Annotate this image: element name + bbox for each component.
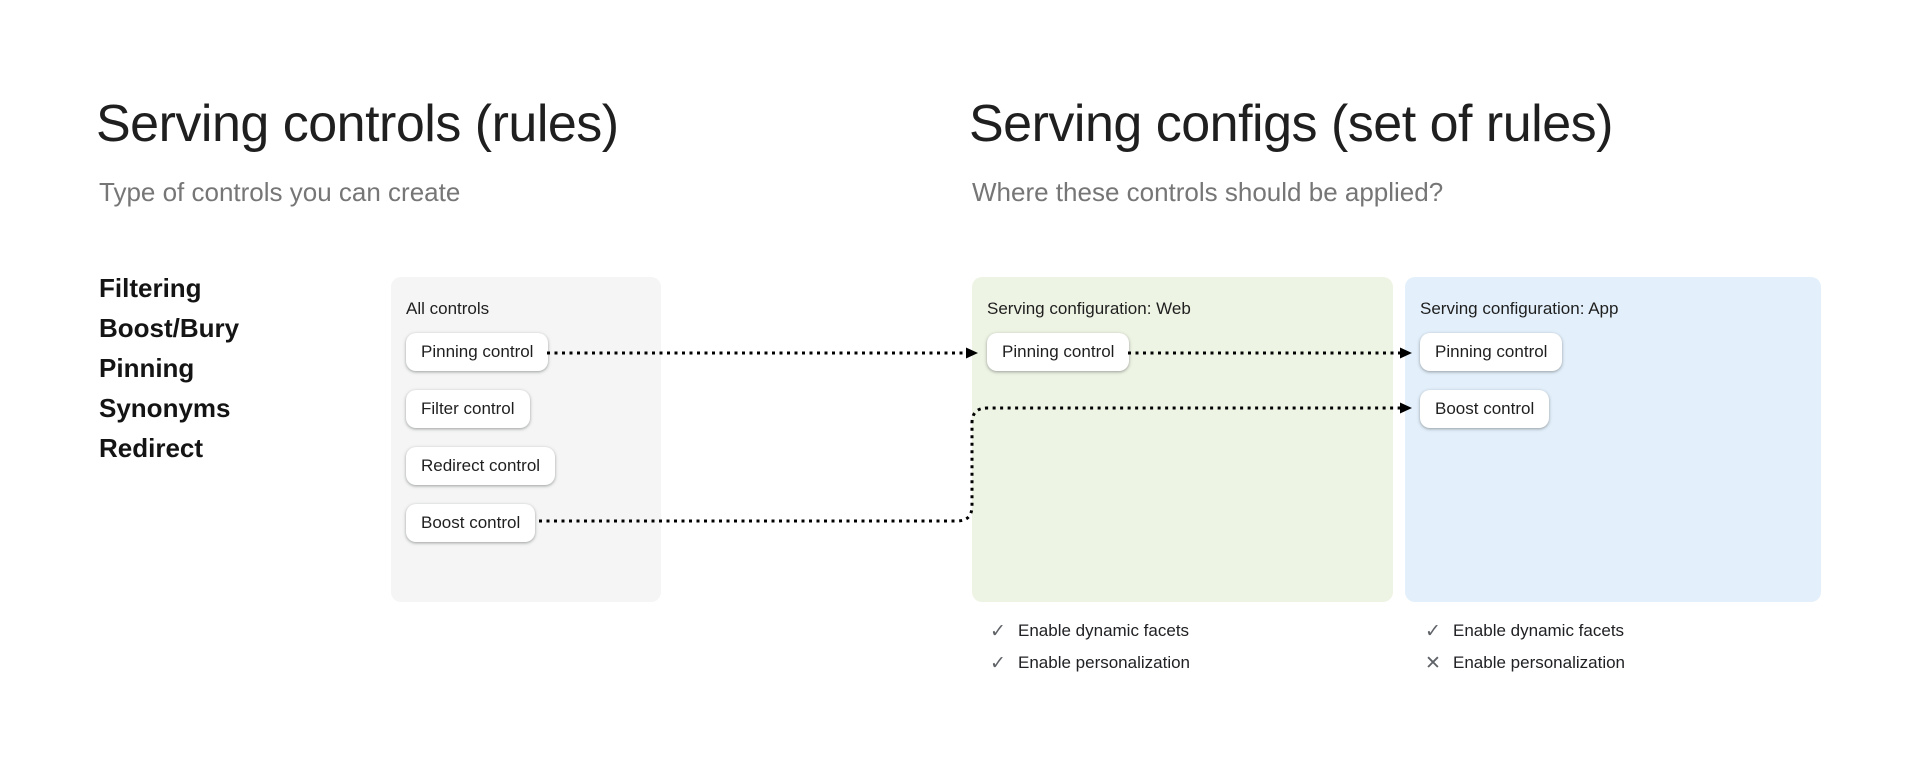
right-section-title: Serving configs (set of rules) (969, 95, 1613, 153)
web-config-panel-label: Serving configuration: Web (987, 299, 1191, 318)
setting-label: Enable personalization (1453, 653, 1626, 672)
setting-label: Enable personalization (1018, 653, 1191, 672)
left-section-subtitle: Type of controls you can create (99, 177, 461, 207)
app-chip-boost-control: Boost control (1420, 390, 1550, 428)
control-type-pinning: Pinning (99, 353, 195, 383)
setting-row: ✓ Enable dynamic facets (1425, 615, 1625, 647)
chip-redirect-control: Redirect control (406, 447, 556, 485)
setting-row: ✓ Enable personalization (990, 647, 1190, 679)
right-section-subtitle: Where these controls should be applied? (972, 177, 1444, 207)
web-settings: ✓ Enable dynamic facets ✓ Enable persona… (990, 615, 1190, 679)
control-type-filtering: Filtering (99, 273, 202, 303)
app-settings: ✓ Enable dynamic facets ✕ Enable persona… (1425, 615, 1625, 679)
chip-filter-control: Filter control (406, 390, 530, 428)
check-icon: ✓ (990, 652, 1006, 674)
app-config-panel-label: Serving configuration: App (1420, 299, 1619, 318)
left-section-title: Serving controls (rules) (96, 95, 619, 153)
setting-row: ✓ Enable dynamic facets (990, 615, 1190, 647)
all-controls-panel-label: All controls (406, 299, 490, 318)
control-type-synonyms: Synonyms (99, 393, 231, 423)
app-config-panel: Serving configuration: App Pinning contr… (1405, 277, 1821, 602)
web-chip-pinning-control: Pinning control (987, 333, 1130, 371)
check-icon: ✓ (990, 620, 1006, 642)
chip-boost-control: Boost control (406, 504, 536, 542)
check-icon: ✓ (1425, 620, 1441, 642)
setting-label: Enable dynamic facets (1018, 621, 1190, 640)
all-controls-panel: All controls Pinning control Filter cont… (391, 277, 661, 602)
app-chip-pinning-control: Pinning control (1420, 333, 1563, 371)
control-type-redirect: Redirect (99, 433, 204, 463)
setting-label: Enable dynamic facets (1453, 621, 1625, 640)
setting-row: ✕ Enable personalization (1425, 647, 1625, 679)
control-type-boost-bury: Boost/Bury (99, 313, 240, 343)
x-icon: ✕ (1425, 652, 1441, 674)
web-config-panel: Serving configuration: Web Pinning contr… (972, 277, 1393, 602)
control-types-list: Filtering Boost/Bury Pinning Synonyms Re… (99, 268, 239, 468)
chip-pinning-control: Pinning control (406, 333, 549, 371)
